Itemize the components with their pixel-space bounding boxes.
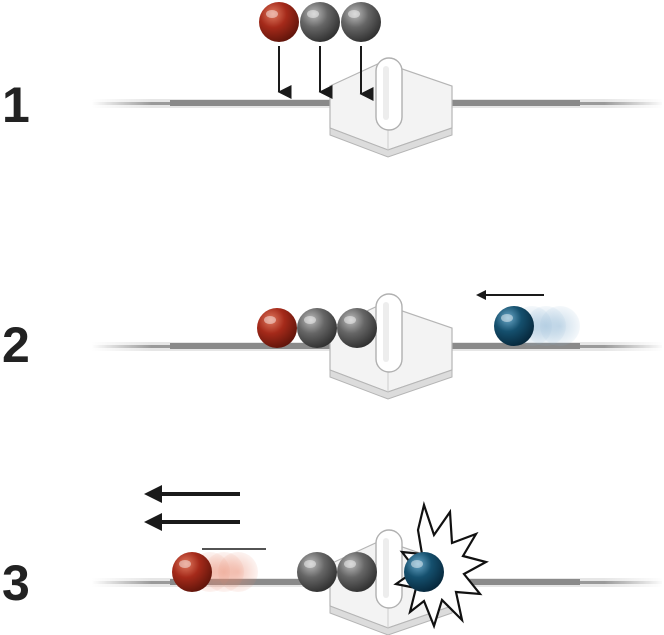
housing-block: [329, 293, 453, 400]
grey-ball: [337, 308, 377, 348]
grey-ball: [297, 308, 337, 348]
grey-ball: [341, 2, 381, 42]
step-3-group: [92, 485, 664, 635]
red-ball: [257, 308, 297, 348]
grey-ball: [297, 552, 337, 592]
arrow-down-icon: [277, 46, 374, 101]
red-ball: [172, 552, 212, 592]
housing-block: [329, 57, 453, 158]
arrow-left-icon: [476, 290, 544, 300]
arrow-left-icon: [144, 485, 240, 531]
step-1-group: [92, 2, 664, 158]
blue-ball: [404, 552, 444, 592]
grey-ball: [337, 552, 377, 592]
step-number-1: 1: [2, 77, 30, 133]
step-2-group: [92, 290, 664, 400]
red-ball: [259, 2, 299, 42]
step-number-2: 2: [2, 317, 30, 373]
motion-trail: [512, 306, 580, 346]
step-number-3: 3: [2, 555, 30, 611]
blue-ball: [494, 306, 534, 346]
grey-ball: [300, 2, 340, 42]
